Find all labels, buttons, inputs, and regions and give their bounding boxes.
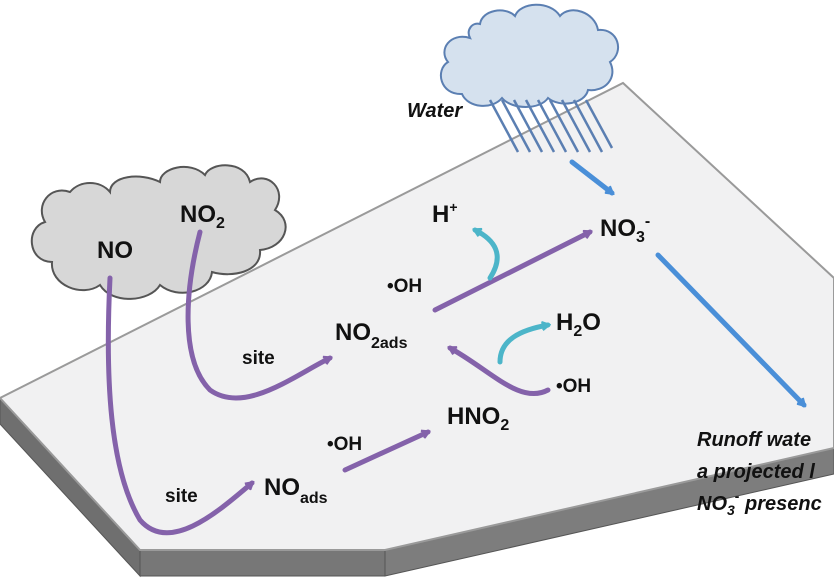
arrow-h2o-release [497, 325, 548, 365]
nitrate-label: NO3- [600, 213, 650, 246]
h2o-label: H2O [556, 309, 601, 340]
no2ads-label: NO2ads [335, 319, 408, 352]
arrow-water-to-no3 [569, 159, 612, 196]
arrow-noads-to-hno2 [342, 429, 428, 473]
reaction-arrows [105, 159, 807, 536]
rain-streaks [488, 99, 614, 153]
h-plus-label: H+ [432, 199, 458, 228]
oh-upper-label: •OH [387, 276, 422, 297]
cloud-icon [30, 164, 287, 300]
runoff-line-1: Runoff wate [697, 429, 811, 451]
noads-label: NOads [264, 474, 328, 507]
arrow-no-to-noads [105, 275, 252, 536]
hno2-label: HNO2 [447, 403, 509, 434]
runoff-line-3: NO3- presenc [697, 488, 822, 518]
surface-plate [0, 81, 834, 578]
oh-lower-label: •OH [327, 434, 362, 455]
site-lower-label: site [165, 486, 198, 507]
arrow-h-plus-release [475, 227, 500, 281]
no2-cloud-label: NO2 [180, 201, 225, 232]
no-cloud-label: NO [97, 237, 133, 264]
arrow-hno2-to-no2ads [450, 345, 551, 397]
arrow-runoff [655, 252, 807, 405]
site-upper-label: site [242, 348, 275, 369]
runoff-line-2: a projected l [697, 461, 815, 483]
arrow-no2-to-no2ads [185, 229, 330, 401]
oh-right-label: •OH [556, 376, 591, 397]
arrow-no2ads-to-no3 [432, 229, 590, 313]
water-label: Water [407, 100, 463, 122]
plate-front-edge [139, 549, 386, 577]
rain-cloud-icon [439, 3, 620, 153]
plate-top [0, 81, 834, 551]
